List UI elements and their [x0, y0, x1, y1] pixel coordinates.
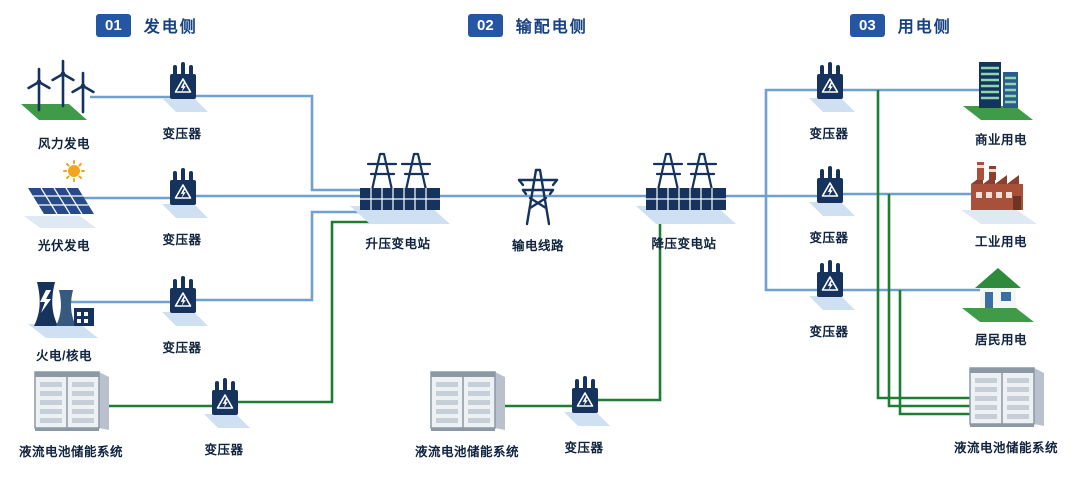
node-label: 居民用电: [974, 333, 1027, 347]
section-header-transmission: 02 输配电侧: [468, 13, 588, 37]
node-label: 变压器: [204, 443, 244, 457]
node-label: 降压变电站: [651, 237, 717, 251]
transformer-node-storage-mid: 变压器: [550, 374, 618, 456]
battery-cabinet-icon: [23, 366, 119, 436]
transmission-tower-icon: [503, 160, 573, 230]
stepdown-branch-down-line: [764, 196, 820, 292]
section-title: 发电侧: [143, 19, 198, 36]
solar-power-node: 光伏发电: [16, 160, 112, 254]
node-label: 火电/核电: [36, 349, 92, 363]
node-label: 变压器: [809, 127, 849, 141]
node-label: 工业用电: [974, 235, 1027, 249]
node-label: 升压变电站: [365, 237, 431, 251]
battery-cabinet-icon: [958, 362, 1054, 432]
transformer-node-commercial: 变压器: [795, 60, 863, 142]
node-label: 变压器: [162, 341, 202, 355]
transmission-line-node: 输电线路: [502, 160, 574, 254]
stepdown-branch-up-line: [764, 88, 820, 196]
transformer-icon: [192, 376, 256, 434]
section-number-badge: 03: [850, 13, 885, 37]
thermal-nuclear-node: 火电/核电: [18, 270, 110, 364]
node-label: 变压器: [809, 231, 849, 245]
industrial-load-node: 工业用电: [954, 156, 1048, 250]
section-header-generation: 01 发电侧: [96, 13, 198, 37]
blue-power-lines: [70, 88, 992, 304]
transformer-node-thermal: 变压器: [148, 274, 216, 356]
power-plant-icon: [22, 270, 106, 340]
flow-battery-storage-node-right: 液流电池储能系统: [946, 362, 1066, 456]
transformer-icon: [150, 166, 214, 224]
transformer-to-stepdown-storage-line: [598, 220, 662, 402]
wind-turbines-icon: [19, 52, 109, 128]
node-label: 光伏发电: [37, 239, 90, 253]
transformer-to-stepup-storage-line: [238, 220, 376, 404]
section-title: 输配电侧: [515, 19, 588, 36]
transformer-node-industrial: 变压器: [795, 164, 863, 246]
solar-panel-icon: [20, 160, 108, 230]
transformer-node-solar: 变压器: [148, 166, 216, 248]
transformer-node-storage-left: 变压器: [190, 376, 258, 458]
transformer-icon: [797, 258, 861, 316]
section-title: 用电侧: [897, 19, 952, 36]
storage-tap-line-3: [898, 290, 982, 416]
section-header-consumption: 03 用电侧: [850, 13, 952, 37]
node-label: 液流电池储能系统: [953, 441, 1058, 455]
transformer-icon: [150, 60, 214, 118]
substation-icon: [342, 148, 454, 228]
step-up-substation-node: 升压变电站: [340, 148, 456, 252]
transformer-node-wind: 变压器: [148, 60, 216, 142]
storage-tap-line-2: [887, 194, 982, 408]
flow-battery-storage-node-left: 液流电池储能系统: [12, 366, 130, 460]
node-label: 变压器: [162, 233, 202, 247]
node-label: 液流电池储能系统: [414, 445, 519, 459]
transformer-icon: [797, 60, 861, 118]
residential-load-node: 居民用电: [956, 260, 1046, 348]
node-label: 变压器: [564, 441, 604, 455]
transformer-to-stepup-line-3: [196, 210, 362, 302]
battery-cabinet-icon: [419, 366, 515, 436]
section-number-badge: 01: [96, 13, 131, 37]
house-icon: [958, 260, 1044, 324]
commercial-load-node: 商业用电: [958, 56, 1044, 148]
transformer-icon: [797, 164, 861, 222]
section-number-badge: 02: [468, 13, 503, 37]
factory-icon: [955, 156, 1047, 226]
transformer-icon: [552, 374, 616, 432]
storage-tap-line-1: [876, 90, 982, 400]
node-label: 变压器: [809, 325, 849, 339]
node-label: 输电线路: [511, 239, 564, 253]
commercial-building-icon: [959, 56, 1043, 124]
wind-power-node: 风力发电: [14, 52, 114, 152]
node-label: 变压器: [162, 127, 202, 141]
transformer-icon: [150, 274, 214, 332]
green-storage-lines: [104, 90, 982, 416]
node-label: 液流电池储能系统: [18, 445, 123, 459]
transformer-to-stepup-line-1: [196, 94, 362, 192]
transformer-node-residential: 变压器: [795, 258, 863, 340]
node-label: 商业用电: [974, 133, 1027, 147]
node-label: 风力发电: [37, 137, 90, 151]
substation-icon: [628, 148, 740, 228]
flow-battery-storage-node-mid: 液流电池储能系统: [408, 366, 526, 460]
step-down-substation-node: 降压变电站: [626, 148, 742, 252]
